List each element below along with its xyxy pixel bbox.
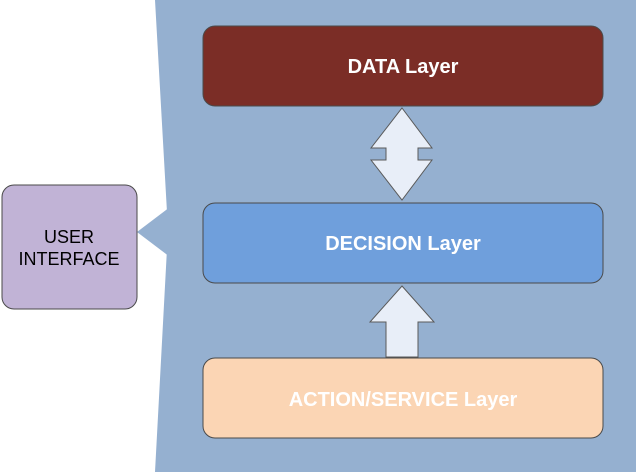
decision-layer-box xyxy=(202,202,604,284)
user-interface: USER INTERFACE xyxy=(1,184,138,310)
user-interface-label-line2: INTERFACE xyxy=(18,249,119,269)
double-arrow-data-decision xyxy=(369,107,433,201)
up-arrow-action-decision xyxy=(368,285,436,358)
user-interface-box xyxy=(1,184,138,310)
data-layer-box xyxy=(202,25,604,107)
action-service-layer-label: ACTION/SERVICE Layer xyxy=(289,389,518,411)
user-interface-label-line1: USER xyxy=(44,227,94,247)
action-service-layer-box xyxy=(202,357,604,439)
data-layer: DATA Layer xyxy=(202,25,604,107)
callout-pointer xyxy=(137,207,170,257)
action-service-layer: ACTION/SERVICE Layer xyxy=(202,357,604,439)
data-layer-label: DATA Layer xyxy=(348,56,459,78)
decision-layer: DECISION Layer xyxy=(202,202,604,284)
decision-layer-label: DECISION Layer xyxy=(325,233,481,255)
